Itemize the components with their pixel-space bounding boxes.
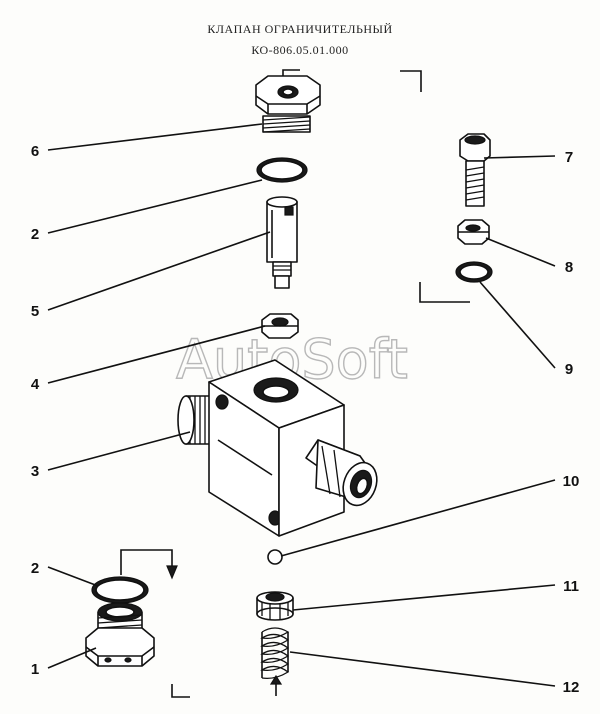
leader-lines	[47, 123, 556, 687]
part-10-ball	[267, 549, 283, 565]
bracket-top-right	[400, 70, 422, 92]
bracket-right	[419, 282, 470, 303]
part-3-valve-body	[177, 359, 378, 537]
part-5-valve-stem	[266, 196, 298, 289]
arrow-down-icon	[166, 565, 178, 580]
leader-3	[47, 431, 191, 471]
callout-4: 4	[31, 376, 40, 393]
part-2-o-ring-upper	[256, 157, 308, 183]
leader-5	[47, 231, 271, 311]
callout-3: 3	[31, 463, 39, 480]
part-1-threaded-plug	[85, 602, 155, 667]
leader-7	[483, 155, 556, 159]
callout-9: 9	[565, 361, 573, 378]
leader-1	[47, 647, 97, 669]
leader-8	[485, 237, 556, 267]
callout-2-lower: 2	[31, 560, 39, 577]
leader-9	[479, 281, 556, 369]
leader-11	[292, 584, 556, 611]
callout-6: 6	[31, 143, 39, 160]
callout-11: 11	[563, 578, 579, 595]
arrow-up-icon	[269, 674, 283, 685]
part-12-spring	[260, 627, 290, 680]
callout-labels: 6 2 5 4 3 2 1 7 8 9 10 11 12	[31, 143, 580, 696]
leader-2-upper	[47, 179, 263, 234]
leader-6	[47, 123, 263, 151]
callout-8: 8	[565, 259, 573, 276]
callout-7: 7	[565, 149, 573, 166]
part-11-spring-seat	[256, 591, 294, 621]
part-6-threaded-plug	[255, 75, 321, 133]
part-4-nut	[261, 313, 299, 339]
bracket-bottom-left	[120, 549, 173, 575]
callout-5: 5	[31, 303, 39, 320]
part-8-nut	[457, 219, 490, 245]
part-9-washer	[455, 261, 493, 283]
callout-12: 12	[563, 679, 580, 696]
callout-10: 10	[563, 473, 580, 490]
leader-4	[47, 325, 266, 384]
diagram-title: КЛАПАН ОГРАНИЧИТЕЛЬНЫЙ	[207, 22, 393, 36]
assembly-brackets	[120, 69, 470, 698]
leader-2-lower	[47, 566, 99, 587]
bracket-bottom	[171, 684, 190, 698]
leader-12	[289, 651, 556, 687]
callout-2-upper: 2	[31, 226, 39, 243]
part-2-o-ring-lower	[91, 576, 149, 604]
diagram-code: КО-806.05.01.000	[251, 43, 349, 57]
part-7-bolt	[459, 133, 491, 207]
leader-10	[280, 479, 556, 557]
callout-1: 1	[31, 661, 39, 678]
